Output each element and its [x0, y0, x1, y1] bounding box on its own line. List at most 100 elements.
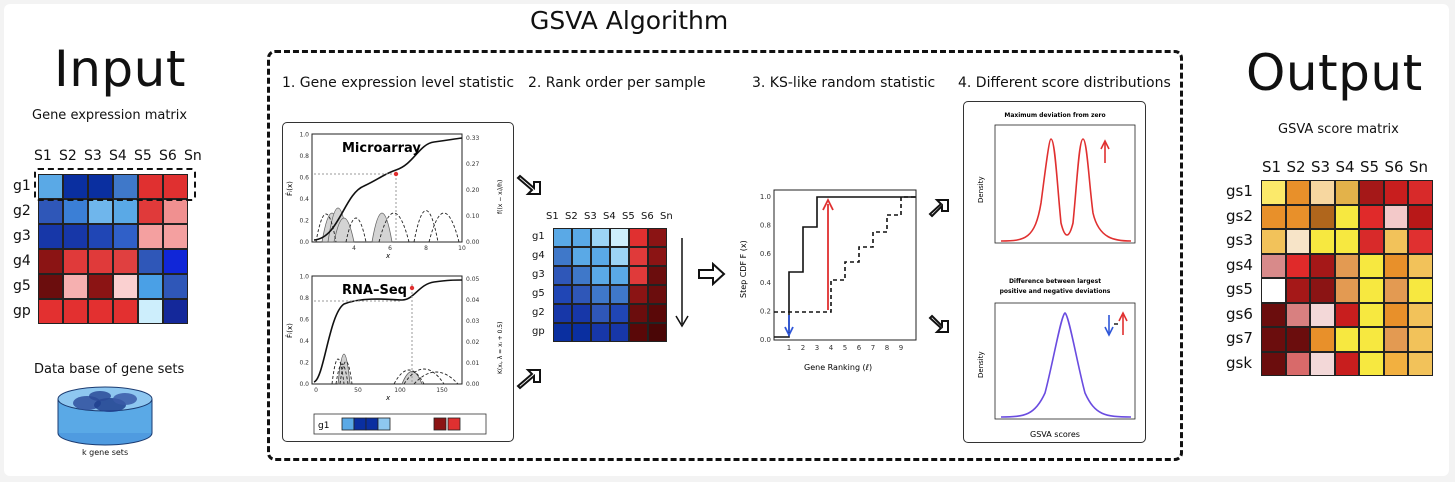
matrix-cell: [1261, 351, 1286, 376]
tick-label: 1.0: [299, 132, 309, 139]
row-label: g1: [13, 178, 31, 194]
matrix-cell: [63, 174, 88, 199]
matrix-cell: [138, 249, 163, 274]
matrix-cell: [553, 285, 572, 304]
tick-label: 150: [436, 387, 448, 394]
matrix-cell: [88, 199, 113, 224]
matrix-cell: [591, 304, 610, 323]
matrix-cell: [1285, 204, 1310, 229]
column-header: S2: [1286, 158, 1306, 176]
matrix-cell: [629, 247, 648, 266]
matrix-cell: [1334, 278, 1359, 303]
tick-label: 9: [899, 344, 903, 352]
column-header: S1: [1262, 158, 1282, 176]
matrix-cell: [1383, 180, 1408, 205]
matrix-cell: [1359, 180, 1384, 205]
tick-label: 1.0: [299, 274, 309, 281]
matrix-cell: [138, 299, 163, 324]
tick-label: 100: [394, 387, 406, 394]
tick-label: 0.03: [466, 318, 480, 325]
arrow-step2-to-step3-icon: [698, 262, 726, 286]
column-header: S1: [546, 211, 559, 222]
matrix-cell: [629, 228, 648, 247]
input-heading: Input: [54, 40, 186, 98]
matrix-cell: [572, 266, 591, 285]
arrow-step3-to-step4-top-icon: [928, 199, 949, 218]
svg-text:x: x: [385, 252, 391, 260]
figure-title: GSVA Algorithm: [530, 6, 729, 35]
microarray-title: Microarray: [342, 141, 421, 156]
input-expression-matrix: [38, 174, 188, 324]
matrix-cell: [1261, 204, 1286, 229]
tick-label: 0.0: [299, 381, 309, 388]
matrix-cell: [1408, 302, 1433, 327]
svg-text:Maximum deviation from zero: Maximum deviation from zero: [1004, 112, 1105, 119]
arrow-step1-to-step2-bottom-icon: [516, 369, 541, 390]
strip-label: g1: [318, 421, 329, 431]
tick-label: 10: [458, 245, 466, 252]
matrix-cell: [1310, 278, 1335, 303]
row-label: gp: [13, 303, 31, 319]
tick-label: 1: [787, 344, 791, 352]
algorithm-box: [267, 50, 1183, 461]
tick-label: 1.0: [760, 193, 771, 201]
row-label: gs3: [1226, 231, 1253, 249]
matrix-cell: [113, 299, 138, 324]
matrix-cell: [1383, 253, 1408, 278]
strip-cell: [353, 417, 367, 431]
column-header: S4: [109, 148, 127, 164]
matrix-cell: [1334, 327, 1359, 352]
strip-cell: [433, 417, 447, 431]
tick-label: 4: [352, 245, 356, 252]
matrix-cell: [63, 199, 88, 224]
tick-label: 0.10: [466, 213, 480, 220]
matrix-cell: [610, 266, 629, 285]
matrix-cell: [572, 247, 591, 266]
svg-text:Density: Density: [977, 351, 985, 378]
matrix-cell: [1334, 229, 1359, 254]
matrix-cell: [38, 199, 63, 224]
row-label: gs1: [1226, 182, 1253, 200]
matrix-cell: [88, 224, 113, 249]
matrix-cell: [1261, 278, 1286, 303]
matrix-cell: [1383, 327, 1408, 352]
matrix-cell: [113, 224, 138, 249]
tick-label: 0.2: [760, 307, 771, 315]
matrix-cell: [1359, 229, 1384, 254]
row-label: g4: [532, 250, 545, 261]
tick-label: 0.05: [466, 276, 480, 283]
matrix-cell: [138, 174, 163, 199]
tick-label: 0.00: [466, 239, 480, 246]
row-label: gs5: [1226, 280, 1253, 298]
matrix-cell: [1359, 278, 1384, 303]
matrix-cell: [610, 323, 629, 342]
svg-text:Density: Density: [977, 176, 985, 203]
rnaseq-title: RNA–Seq: [342, 283, 407, 298]
matrix-cell: [553, 228, 572, 247]
matrix-cell: [1383, 351, 1408, 376]
row-label: g2: [13, 203, 31, 219]
column-header: S1: [34, 148, 52, 164]
matrix-cell: [88, 299, 113, 324]
matrix-cell: [1285, 253, 1310, 278]
tick-label: 0.4: [760, 279, 772, 287]
row-label: g3: [13, 228, 31, 244]
matrix-cell: [1383, 278, 1408, 303]
tick-label: 0.2: [299, 360, 309, 367]
matrix-cell: [163, 199, 188, 224]
column-header: Sn: [660, 211, 673, 222]
matrix-cell: [1408, 327, 1433, 352]
matrix-cell: [138, 274, 163, 299]
step-1-panel: [282, 122, 514, 442]
matrix-cell: [1285, 229, 1310, 254]
matrix-cell: [88, 274, 113, 299]
matrix-cell: [113, 249, 138, 274]
matrix-cell: [38, 249, 63, 274]
matrix-cell: [88, 174, 113, 199]
matrix-cell: [591, 266, 610, 285]
row-label: gs7: [1226, 329, 1253, 347]
column-header: S4: [1335, 158, 1355, 176]
strip-cell: [447, 417, 461, 431]
column-header: S3: [84, 148, 102, 164]
matrix-cell: [1334, 351, 1359, 376]
